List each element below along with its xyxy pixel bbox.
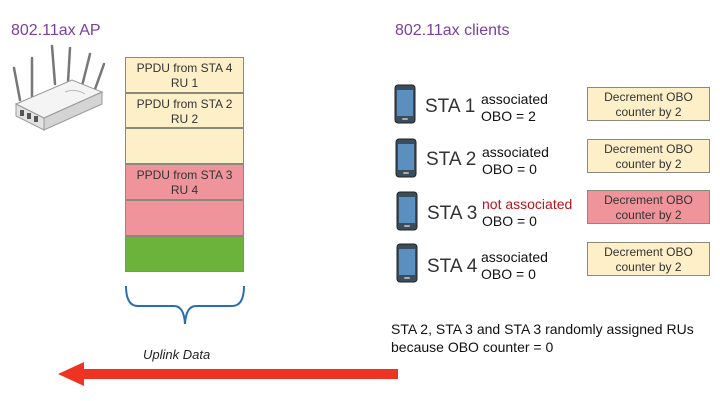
obo-action-line1: Decrement OBO: [604, 142, 693, 156]
obo-value: OBO = 0: [482, 213, 537, 229]
smartphone-icon: [395, 138, 417, 178]
obo-action-line1: Decrement OBO: [604, 193, 693, 207]
obo-action-box: Decrement OBO counter by 2: [587, 242, 710, 276]
ru-block-line2: RU 1: [170, 76, 199, 90]
obo-action-box: Decrement OBO counter by 2: [587, 190, 710, 224]
station-label: STA 1: [425, 96, 476, 117]
ap-heading: 802.11ax AP: [11, 22, 101, 39]
station-status: associated OBO = 0: [481, 249, 548, 283]
obo-action-line2: counter by 2: [615, 208, 682, 222]
station-status: associated OBO = 0: [482, 144, 549, 178]
station-label: STA 4: [427, 256, 478, 277]
obo-action-line2: counter by 2: [615, 260, 682, 274]
ru-block-line2: RU 2: [170, 112, 199, 126]
smartphone-icon: [394, 84, 416, 124]
smartphone-icon: [396, 243, 418, 283]
ru-block: PPDU from STA 4 RU 1: [125, 57, 244, 93]
obo-action-line1: Decrement OBO: [604, 245, 693, 259]
ru-block: [125, 128, 244, 164]
wifi-router-icon: [12, 44, 106, 131]
uplink-arrow-icon: [58, 362, 398, 386]
clients-heading: 802.11ax clients: [395, 22, 510, 39]
obo-value: OBO = 2: [481, 108, 536, 124]
obo-action-line2: counter by 2: [615, 157, 682, 171]
note-line1: STA 2, STA 3 and STA 3 randomly assigned…: [391, 321, 694, 337]
ru-block: [125, 200, 244, 236]
association-state: associated: [482, 144, 549, 160]
ru-block-line1: PPDU from STA 3: [136, 168, 233, 182]
ru-block-line1: PPDU from STA 2: [136, 97, 233, 111]
ru-assignment-note: STA 2, STA 3 and STA 3 randomly assigned…: [391, 320, 694, 356]
ru-block: PPDU from STA 3 RU 4: [125, 164, 244, 200]
station-status: not associated OBO = 0: [482, 196, 572, 230]
ru-block-line2: RU 4: [170, 183, 199, 197]
brace-icon: [125, 285, 245, 325]
smartphone-icon: [396, 191, 418, 231]
ru-block: PPDU from STA 2 RU 2: [125, 93, 244, 128]
obo-value: OBO = 0: [481, 266, 536, 282]
association-state: not associated: [482, 196, 573, 212]
obo-action-line2: counter by 2: [615, 105, 682, 119]
obo-action-line1: Decrement OBO: [604, 90, 693, 104]
association-state: associated: [481, 91, 548, 107]
ru-block: [125, 236, 244, 272]
station-label: STA 3: [427, 203, 478, 224]
ru-block-line1: PPDU from STA 4: [136, 61, 233, 75]
uplink-data-label: Uplink Data: [143, 347, 211, 362]
association-state: associated: [481, 249, 548, 265]
obo-action-box: Decrement OBO counter by 2: [587, 87, 710, 121]
note-line2: because OBO counter = 0: [391, 339, 554, 355]
obo-action-box: Decrement OBO counter by 2: [587, 139, 710, 173]
station-status: associated OBO = 2: [481, 91, 548, 125]
obo-value: OBO = 0: [482, 161, 537, 177]
station-label: STA 2: [426, 149, 477, 170]
